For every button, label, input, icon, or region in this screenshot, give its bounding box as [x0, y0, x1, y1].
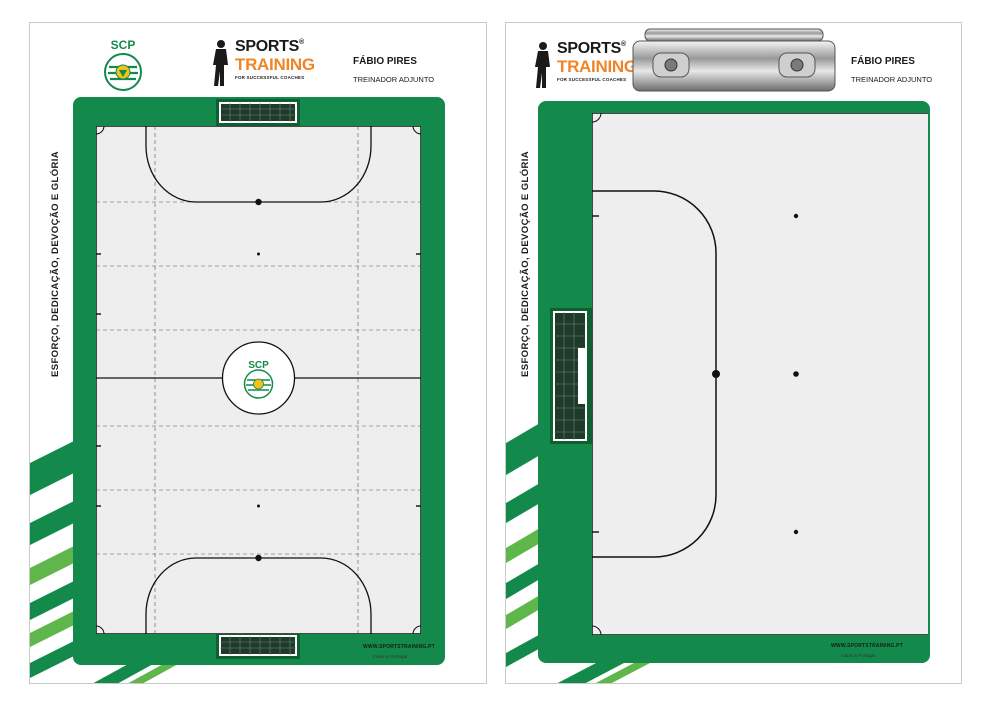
sports-training-logo: SPORTS® TRAINING FOR SUCCESSFUL COACHES [530, 41, 637, 89]
made-in-label: made in Portugal [373, 654, 408, 659]
center-crest-icon: SCP [243, 360, 274, 399]
website-label: WWW.SPORTSTRAINING.PT [363, 644, 435, 650]
brand-tagline: FOR SUCCESSFUL COACHES [557, 77, 627, 82]
goal-icon [216, 634, 300, 659]
coach-name: FÁBIO PIRES [851, 56, 915, 67]
made-in-label: made in Portugal [841, 653, 876, 658]
coach-info: FÁBIO PIRES TREINADOR ADJUNTO [353, 57, 434, 84]
runner-icon [213, 40, 228, 86]
crest-icon: SCP [104, 38, 142, 91]
brand-training: TRAINING [235, 55, 315, 74]
half-court [592, 113, 928, 635]
tactic-board-half-court: SPORTS® TRAINING FOR SUCCESSFUL COACHES … [505, 22, 962, 684]
coach-info: FÁBIO PIRES TREINADOR ADJUNTO [851, 57, 932, 84]
coach-name: FÁBIO PIRES [353, 56, 417, 67]
decorative-stripes [30, 441, 180, 683]
website-label: WWW.SPORTSTRAINING.PT [831, 643, 903, 649]
goal-icon [216, 99, 300, 126]
brand-sports: SPORTS [557, 40, 621, 57]
tactic-board-full-court: SCP SPORTS® TRAINING FOR SUCCESSFUL COAC… [29, 22, 487, 684]
runner-icon [535, 42, 550, 88]
decorative-stripes [506, 423, 650, 683]
motto-vertical: ESFORÇO, DEDICAÇÃO, DEVOÇÃO E GLÓRIA [520, 150, 531, 377]
goal-icon [550, 308, 592, 444]
brand-sports: SPORTS [235, 38, 299, 55]
brand-tagline: FOR SUCCESSFUL COACHES [235, 75, 305, 80]
clipboard-clip-icon [632, 28, 836, 92]
coach-role: TREINADOR ADJUNTO [851, 75, 933, 84]
coach-role: TREINADOR ADJUNTO [353, 75, 435, 84]
full-court: SCP [96, 126, 421, 634]
sports-training-logo: SPORTS® TRAINING FOR SUCCESSFUL COACHES [208, 39, 315, 87]
brand-registered: ® [621, 41, 626, 48]
brand-registered: ® [299, 39, 304, 46]
crest-initials: SCP [111, 38, 136, 52]
svg-text:SCP: SCP [248, 360, 269, 371]
brand-training: TRAINING [557, 57, 637, 76]
motto-vertical: ESFORÇO, DEDICAÇÃO, DEVOÇÃO E GLÓRIA [50, 150, 61, 377]
